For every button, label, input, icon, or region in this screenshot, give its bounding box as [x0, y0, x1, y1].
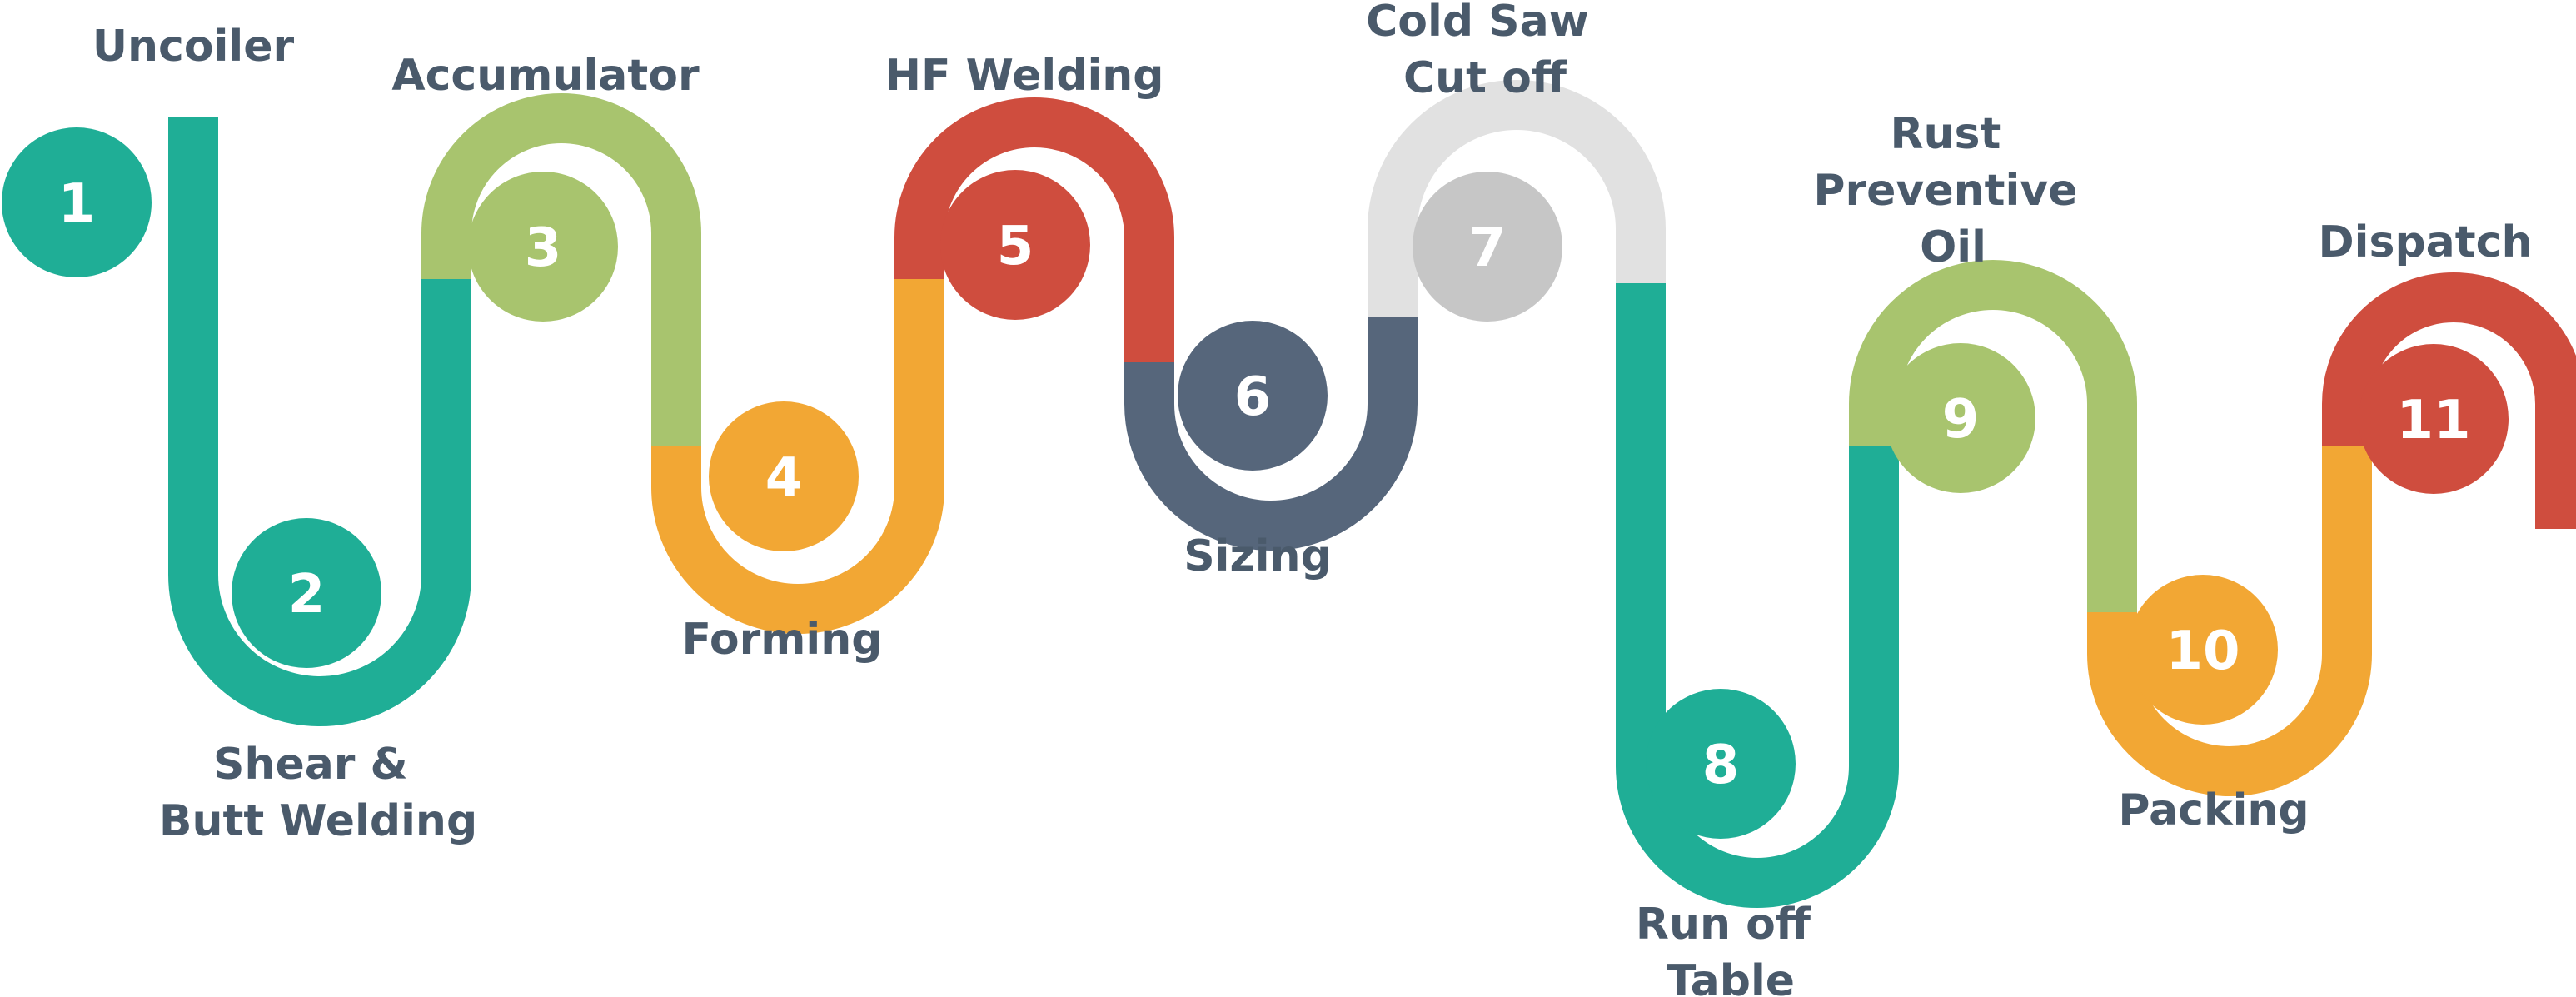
step-label-10: Packing	[2118, 785, 2309, 835]
flow-track	[168, 80, 2576, 908]
track-segment-3	[421, 93, 701, 446]
step-number-1: 1	[58, 173, 96, 235]
step-label-1: Uncoiler	[92, 22, 295, 72]
track-segment-1-2	[168, 117, 471, 726]
track-segment-8	[1616, 283, 1899, 908]
step-circle-1	[2, 127, 152, 277]
step-circles: 1 2 3 4 5 6 7 8	[2, 127, 2509, 839]
track-segment-9	[1849, 260, 2137, 612]
step-number-8: 8	[1702, 735, 1740, 796]
step-number-6: 6	[1234, 366, 1272, 428]
step-number-2: 2	[288, 564, 326, 626]
step-circle-6	[1178, 321, 1328, 471]
step-number-5: 5	[997, 216, 1034, 277]
step-circle-3	[468, 172, 618, 322]
step-label-2: Shear & Butt Welding	[159, 740, 477, 846]
step-circle-10	[2128, 575, 2278, 725]
step-circle-4	[709, 401, 859, 551]
step-label-11: Dispatch	[2319, 217, 2533, 267]
step-number-9: 9	[1942, 389, 1980, 451]
step-circle-11	[2359, 344, 2509, 494]
step-node-7: 7	[1413, 172, 1562, 322]
step-label-4: Forming	[681, 615, 882, 665]
step-label-9: Rust Preventive Oil	[1813, 109, 2092, 272]
step-number-3: 3	[525, 217, 562, 279]
step-circle-8	[1646, 689, 1796, 839]
step-node-9: 9	[1886, 343, 2035, 493]
track-segment-7	[1368, 80, 1666, 317]
step-node-6: 6	[1178, 321, 1328, 471]
track-segment-5	[894, 97, 1174, 362]
step-number-10: 10	[2165, 621, 2240, 682]
step-number-7: 7	[1469, 217, 1507, 279]
step-node-8: 8	[1646, 689, 1796, 839]
step-node-1: 1	[2, 127, 152, 277]
step-number-11: 11	[2396, 390, 2470, 451]
step-labels: Uncoiler Shear & Butt Welding Accumulato…	[92, 0, 2533, 997]
step-label-8: Run off Table	[1636, 900, 1826, 997]
track-segment-4	[651, 279, 944, 634]
step-node-3: 3	[468, 172, 618, 322]
step-circle-2	[232, 518, 381, 668]
step-label-5: HF Welding	[884, 51, 1163, 101]
step-circle-9	[1886, 343, 2035, 493]
step-node-4: 4	[709, 401, 859, 551]
step-label-6: Sizing	[1183, 531, 1332, 581]
track-segment-10	[2087, 446, 2372, 796]
step-circle-7	[1413, 172, 1562, 322]
step-label-3: Accumulator	[391, 51, 700, 101]
step-node-5: 5	[940, 170, 1090, 320]
track-segment-11	[2322, 272, 2576, 529]
step-node-10: 10	[2128, 575, 2278, 725]
step-number-4: 4	[765, 447, 803, 509]
step-node-2: 2	[232, 518, 381, 668]
step-label-7: Cold Saw Cut off	[1366, 0, 1604, 103]
step-circle-5	[940, 170, 1090, 320]
track-segment-6	[1124, 317, 1418, 551]
step-node-11: 11	[2359, 344, 2509, 494]
